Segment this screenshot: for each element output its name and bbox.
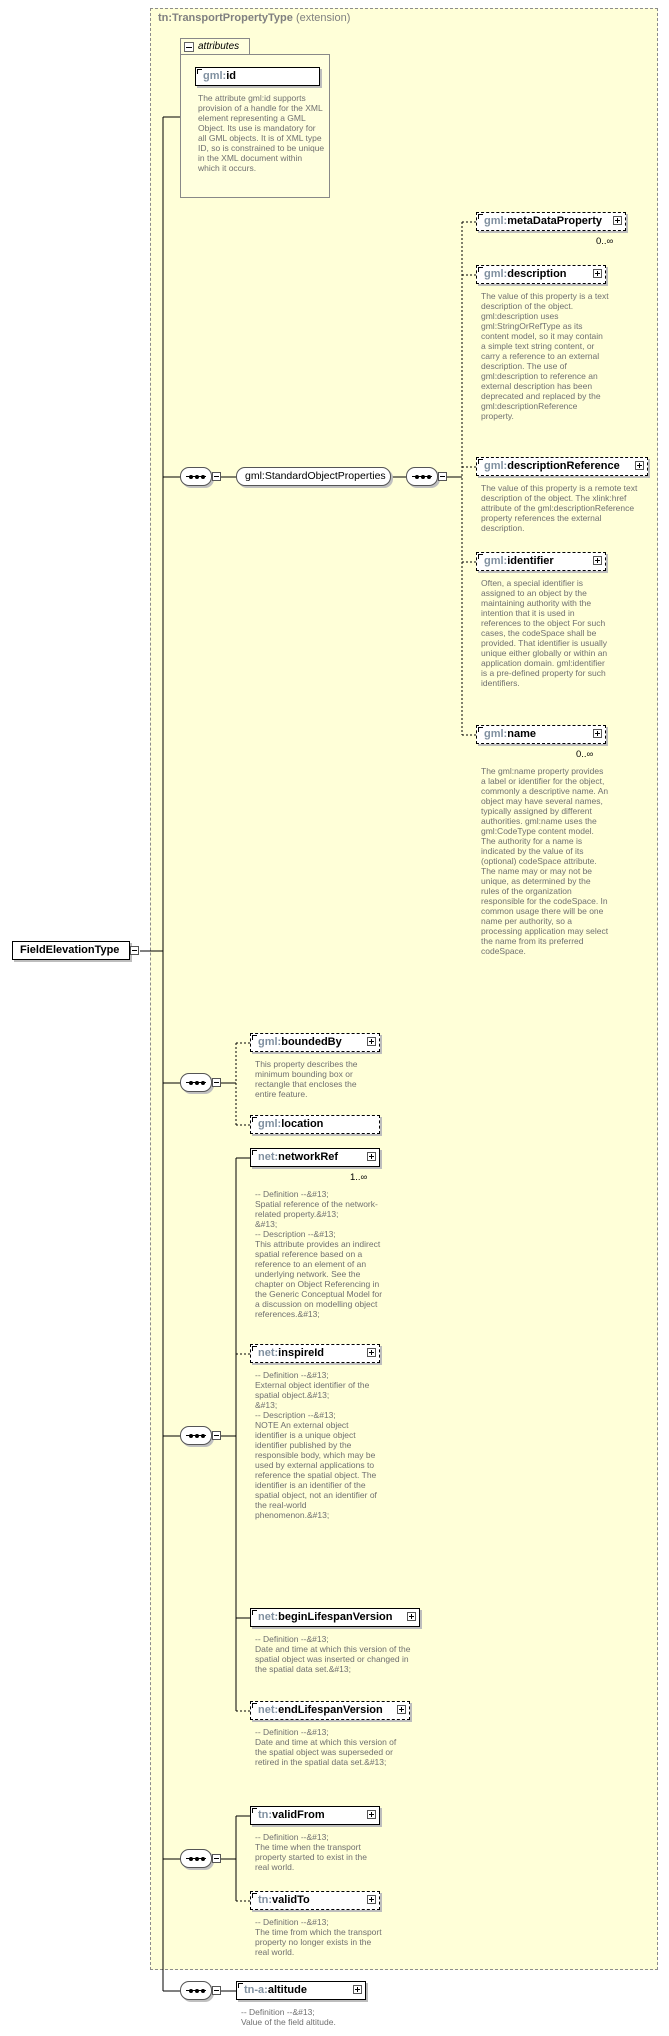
element-gml-identifier[interactable]: gml:identifier [476, 552, 606, 571]
sequence-compositor[interactable] [180, 1981, 212, 2000]
expand-icon[interactable] [593, 729, 602, 738]
element-gml-name[interactable]: gml:name [476, 725, 606, 744]
element-net-networkref-doc: -- Definition --&#13; Spatial reference … [255, 1189, 383, 1319]
extension-container [150, 8, 658, 1970]
sequence-compositor[interactable] [406, 467, 438, 486]
element-tn-a-altitude-doc: -- Definition --&#13; Value of the field… [241, 2007, 336, 2027]
attributes-tab[interactable]: attributes [180, 38, 250, 55]
element-gml-name-doc: The gml:name property provides a label o… [481, 766, 609, 956]
element-net-inspireid[interactable]: net:inspireId [250, 1344, 380, 1363]
root-collapse-icon[interactable] [130, 946, 139, 955]
sequence-collapse-icon[interactable] [212, 1431, 221, 1440]
collapse-icon[interactable] [184, 42, 194, 52]
cardinality-label: 1..∞ [350, 1172, 368, 1183]
expand-icon[interactable] [635, 461, 644, 470]
element-net-endlifespanversion-doc: -- Definition --&#13; Date and time at w… [255, 1727, 397, 1767]
expand-icon[interactable] [367, 1037, 376, 1046]
element-net-endlifespanversion[interactable]: net:endLifespanVersion [250, 1701, 410, 1720]
expand-icon[interactable] [367, 1348, 376, 1357]
expand-icon[interactable] [407, 1612, 416, 1621]
expand-icon[interactable] [353, 1985, 362, 1994]
element-tn-a-altitude[interactable]: tn-a:altitude [236, 1981, 366, 2000]
element-tn-validto-doc: -- Definition --&#13; The time from whic… [255, 1917, 382, 1957]
sequence-collapse-icon[interactable] [438, 472, 447, 481]
element-gml-identifier-doc: Often, a special identifier is assigned … [481, 578, 608, 688]
element-gml-description-doc: The value of this property is a text des… [481, 291, 609, 421]
expand-icon[interactable] [593, 269, 602, 278]
expand-icon[interactable] [397, 1705, 406, 1714]
element-net-networkref[interactable]: net:networkRef [250, 1148, 380, 1167]
element-gml-descriptionreference-doc: The value of this property is a remote t… [481, 483, 638, 533]
root-element-field-elevation-type[interactable]: FieldElevationType [12, 941, 130, 960]
extension-title: tn:TransportPropertyType (extension) [158, 12, 351, 24]
expand-icon[interactable] [613, 216, 622, 225]
attribute-gml-id[interactable]: gml:id [195, 67, 320, 86]
element-tn-validto[interactable]: tn:validTo [250, 1891, 380, 1910]
element-gml-metadataproperty[interactable]: gml:metaDataProperty [476, 212, 626, 231]
cardinality-label: 0..∞ [596, 236, 614, 247]
sequence-compositor[interactable] [180, 1849, 212, 1868]
sequence-compositor[interactable] [180, 467, 212, 486]
element-gml-boundedby-doc: This property describes the minimum boun… [255, 1059, 358, 1099]
sequence-collapse-icon[interactable] [212, 1854, 221, 1863]
group-standard-object-properties[interactable]: gml:StandardObjectProperties [236, 467, 391, 486]
sequence-compositor[interactable] [180, 1073, 212, 1092]
element-gml-location[interactable]: gml:location [250, 1115, 380, 1134]
element-net-beginlifespanversion[interactable]: net:beginLifespanVersion [250, 1608, 420, 1627]
element-net-inspireid-doc: -- Definition --&#13; External object id… [255, 1370, 377, 1520]
element-tn-validfrom[interactable]: tn:validFrom [250, 1806, 380, 1825]
expand-icon[interactable] [367, 1895, 376, 1904]
cardinality-label: 0..∞ [576, 749, 594, 760]
expand-icon[interactable] [367, 1810, 376, 1819]
sequence-collapse-icon[interactable] [212, 1078, 221, 1087]
sequence-collapse-icon[interactable] [212, 472, 221, 481]
element-gml-descriptionreference[interactable]: gml:descriptionReference [476, 457, 648, 476]
sequence-collapse-icon[interactable] [212, 1986, 221, 1995]
element-net-beginlifespanversion-doc: -- Definition --&#13; Date and time at w… [255, 1634, 411, 1674]
expand-icon[interactable] [593, 556, 602, 565]
expand-icon[interactable] [367, 1152, 376, 1161]
element-gml-description[interactable]: gml:description [476, 265, 606, 284]
element-tn-validfrom-doc: -- Definition --&#13; The time when the … [255, 1832, 367, 1872]
element-gml-boundedby[interactable]: gml:boundedBy [250, 1033, 380, 1052]
attribute-gml-id-doc: The attribute gml:id supports provision … [198, 93, 325, 173]
sequence-compositor[interactable] [180, 1426, 212, 1445]
